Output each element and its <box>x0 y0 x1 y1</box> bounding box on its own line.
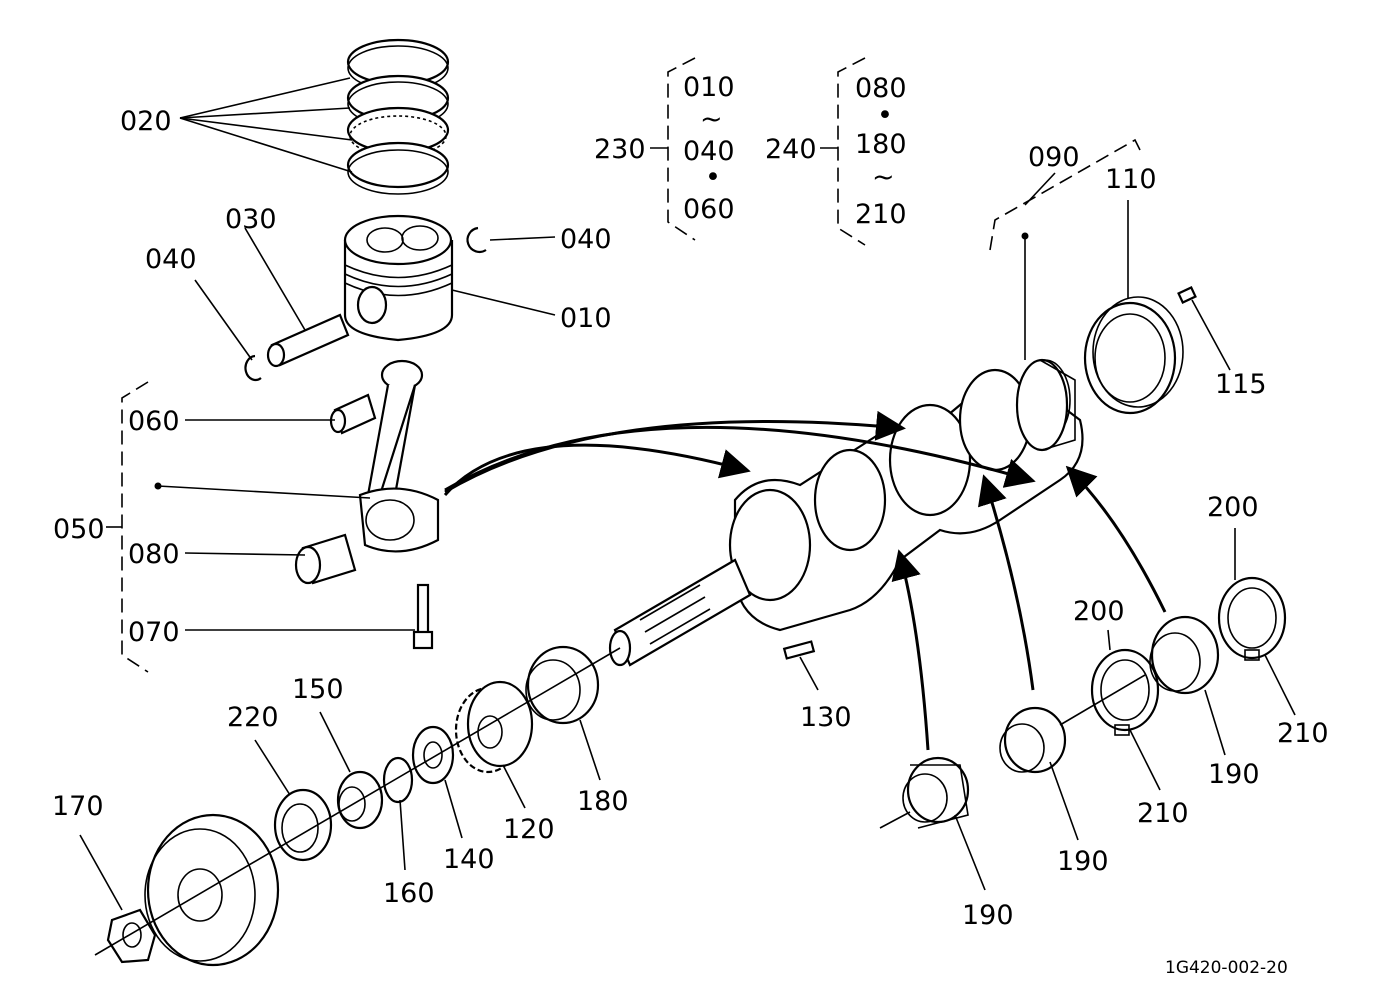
label-150: 150 <box>292 674 344 705</box>
leader-020 <box>179 77 353 173</box>
group-230-item-3: 040 <box>683 136 735 167</box>
label-070: 070 <box>128 617 180 648</box>
label-050: 050 <box>53 514 105 545</box>
bearing-190-c-drawing <box>1149 615 1220 695</box>
gear-120-drawing <box>454 680 534 774</box>
label-080: 080 <box>128 539 180 570</box>
label-190-a: 190 <box>962 900 1014 931</box>
group-230-item-5: 060 <box>683 194 735 225</box>
group-240-item-5: 210 <box>855 199 907 230</box>
label-040-right: 040 <box>560 224 612 255</box>
group-240-item-4: ~ <box>872 162 895 193</box>
label-010: 010 <box>560 303 612 334</box>
label-020: 020 <box>120 106 172 137</box>
label-160: 160 <box>383 878 435 909</box>
piston-drawing <box>343 214 454 342</box>
bearing-190-b-drawing <box>999 706 1067 774</box>
label-190-c: 190 <box>1208 759 1260 790</box>
nut-170-drawing <box>106 908 157 964</box>
label-180: 180 <box>577 786 629 817</box>
group-240-item-2: • <box>877 100 893 131</box>
connecting-rod-drawing <box>358 359 440 553</box>
o-ring-160-drawing <box>382 756 414 804</box>
label-040-left: 040 <box>145 244 197 275</box>
oil-seal-220-drawing <box>273 788 333 862</box>
bearing-180-drawing <box>525 645 600 725</box>
label-170: 170 <box>52 791 104 822</box>
label-130: 130 <box>800 702 852 733</box>
group-240-label: 240 <box>765 134 817 165</box>
label-110: 110 <box>1105 164 1157 195</box>
group-230-label: 230 <box>594 134 646 165</box>
thrust-washer-200-210-b-drawing <box>1217 576 1287 661</box>
label-115: 115 <box>1215 369 1267 400</box>
label-220: 220 <box>227 702 279 733</box>
group-230-item-1: 010 <box>683 72 735 103</box>
crankshaft-drawing <box>608 359 1084 667</box>
piston-pin-drawing <box>266 313 350 368</box>
label-140: 140 <box>443 844 495 875</box>
piston-rings-drawing <box>346 38 450 195</box>
label-030: 030 <box>225 204 277 235</box>
bearing-190-a-drawing <box>902 756 970 829</box>
label-060: 060 <box>128 406 180 437</box>
group-230-item-4: • <box>705 162 721 193</box>
main-bearing-110-drawing <box>1083 296 1184 415</box>
group-240-item-3: 180 <box>855 129 907 160</box>
pulley-drawing <box>144 813 280 967</box>
thrust-washer-200-210-a-drawing <box>1090 648 1160 736</box>
washer-140-drawing <box>411 725 455 785</box>
label-090: 090 <box>1028 142 1080 173</box>
group-230-item-2: ~ <box>700 104 723 135</box>
label-190-b: 190 <box>1057 846 1109 877</box>
label-120: 120 <box>503 814 555 845</box>
label-210-a: 210 <box>1137 798 1189 829</box>
label-200-b: 200 <box>1207 492 1259 523</box>
bearing-case-drawing <box>1015 358 1076 452</box>
label-210-b: 210 <box>1277 718 1329 749</box>
drawing-code: 1G420-002-20 <box>1165 958 1288 978</box>
group-240-item-1: 080 <box>855 73 907 104</box>
label-200-a: 200 <box>1073 596 1125 627</box>
